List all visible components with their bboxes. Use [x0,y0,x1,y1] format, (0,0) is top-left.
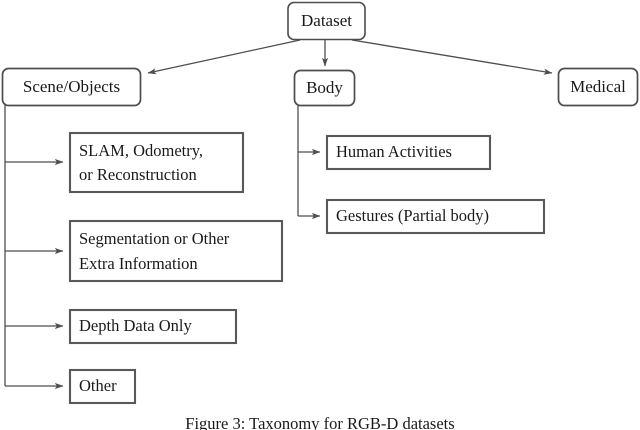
node-human-activities-label: Human Activities [336,142,452,161]
edge-dataset-to-medical [351,39,553,75]
node-other-box [68,368,137,405]
edge-group-body [297,105,321,220]
node-scene-objects-box [1,67,142,107]
node-medical[interactable]: Medical [557,67,639,107]
figure-caption: Figure 3: Taxonomy for RGB-D datasets [185,414,455,430]
node-other[interactable]: Other [68,368,137,405]
node-other-label: Other [79,376,117,395]
node-scene-objects-label: Scene/Objects [23,77,120,96]
node-dataset[interactable]: Dataset [287,1,366,41]
node-dataset-box [287,1,366,41]
node-segmentation-label-line2: Extra Information [79,254,198,273]
node-body-label: Body [306,78,343,97]
node-medical-box [557,67,639,107]
edge-dataset-to-scene [147,39,301,75]
node-segmentation-extra-information[interactable]: Segmentation or Other Extra Information [68,219,284,283]
edge-group-scene [4,105,64,390]
node-gestures-box [325,198,546,235]
node-gestures-partial-body[interactable]: Gestures (Partial body) [325,198,546,235]
node-slam-odometry-reconstruction[interactable]: SLAM, Odometry, or Reconstruction [68,131,245,194]
node-slam-label-line1: SLAM, Odometry, [79,141,203,160]
node-slam-label-line2: or Reconstruction [79,165,197,184]
edge-group-root [147,39,553,75]
node-gestures-label: Gestures (Partial body) [336,206,489,225]
node-body-box [293,69,356,107]
node-body[interactable]: Body [293,69,356,107]
node-segmentation-label-line1: Segmentation or Other [79,229,230,248]
node-slam-box [68,131,245,194]
node-depth-data-only-label: Depth Data Only [79,316,192,335]
node-depth-data-only[interactable]: Depth Data Only [68,308,238,345]
node-segmentation-box [68,219,284,283]
node-medical-label: Medical [570,77,626,96]
node-depth-data-only-box [68,308,238,345]
node-human-activities[interactable]: Human Activities [325,134,492,171]
node-dataset-label: Dataset [301,11,352,30]
node-human-activities-box [325,134,492,171]
node-scene-objects[interactable]: Scene/Objects [1,67,142,107]
